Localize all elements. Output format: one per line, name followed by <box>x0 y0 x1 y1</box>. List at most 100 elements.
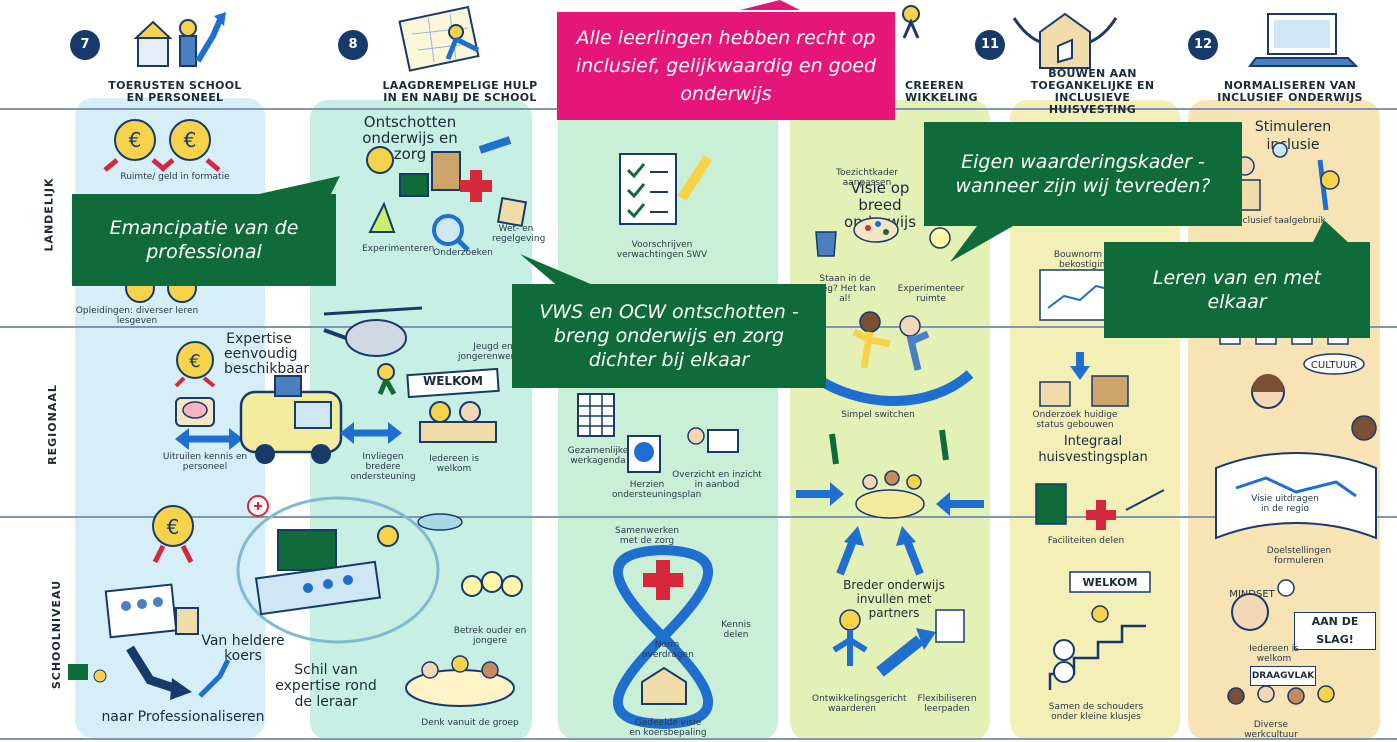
laptop-icon <box>1248 13 1359 67</box>
bulbs-icon <box>461 571 523 597</box>
label-jeugd: Jeugd en jongerenwerkers <box>458 342 534 362</box>
plan-icon <box>627 435 661 473</box>
aandeslag-sign: AAN DE SLAG! <box>1294 612 1376 650</box>
arrow-double-icon <box>340 422 402 444</box>
svg-text:€: € <box>189 351 200 372</box>
column-title-10: CREEREN WIKKELING <box>905 80 978 104</box>
dancing-people-icon <box>807 311 974 406</box>
welkom-sign-text: WELKOM <box>423 374 483 388</box>
cultuur-person-icon <box>1251 353 1377 441</box>
callout-vws: VWS en OCW ontschotten - breng onderwijs… <box>512 284 826 388</box>
label-samen: Samen de schouders onder kleine klusjes <box>1048 702 1144 722</box>
label-staan: Staan in de weg? Het kan al! <box>814 274 876 304</box>
callout-emancipation: Emancipatie van de professional <box>72 194 336 286</box>
heading-schil: Schil van expertise rond de leraar <box>275 662 377 710</box>
label-wet: Wet- en regelgeving <box>492 224 546 244</box>
classroom-illustration <box>236 495 463 644</box>
welkom-stairs-text: WELKOM <box>1082 576 1138 589</box>
column-band-8 <box>310 100 532 740</box>
column-title-8: LAAGDREMPELIGE HULP IN EN NABIJ DE SCHOO… <box>380 80 540 104</box>
infinity-loop-icon <box>613 544 713 730</box>
people-arrow-icon <box>68 645 231 700</box>
overview-people-icon <box>687 427 739 453</box>
cultuur-bubble-text: CULTUUR <box>1310 360 1358 371</box>
brain-bag-icon <box>175 397 215 427</box>
label-experimenteren: Experimenteren <box>362 244 435 254</box>
welkom-sign-icon <box>406 367 500 443</box>
mindset-icon <box>1231 579 1295 631</box>
label-herzien: Herzien ondersteuningsplan <box>612 480 702 500</box>
label-overzicht: Overzicht en inzicht in aanbod <box>672 470 762 490</box>
row-label-landelijk: LANDELIJK <box>42 177 56 252</box>
buildings-icon <box>1039 352 1129 407</box>
label-faciliteiten: Faciliteiten delen <box>1047 536 1125 546</box>
callout-leren: Leren van en met elkaar <box>1104 242 1370 338</box>
checklist-icon <box>619 153 713 225</box>
callout-tail-leren <box>1312 220 1350 244</box>
school-staff-icon <box>133 12 226 67</box>
label-gezamenlijke: Gezamenlijke werkagenda <box>567 446 629 466</box>
star-person-icon <box>832 609 965 677</box>
divider-regionaal-schoolniveau <box>0 516 1397 518</box>
label-ruimte: Ruimte/ geld in formatie <box>120 172 230 182</box>
column-number-7: 7 <box>70 30 100 60</box>
up-arrows-icon <box>836 526 924 576</box>
column-title-11-line3: INCLUSIEVE HUISVESTING <box>1048 91 1137 116</box>
label-visieuit: Visie uitdragen in de regio <box>1251 494 1319 514</box>
ontschotten-illustration <box>366 136 528 252</box>
column-title-11-line2: TOEGANKELIJKE EN <box>1030 79 1155 92</box>
svg-text:€: € <box>184 128 197 152</box>
label-uitruilen: Uitruilen kennis en personeel <box>162 452 248 472</box>
heading-professionaliseren: naar Professionaliseren <box>101 709 265 725</box>
column-title-12-line1: NORMALISEREN VAN <box>1223 79 1357 92</box>
paint-pots-icon <box>815 217 951 257</box>
welkom-stairs-icon <box>1048 571 1151 690</box>
row-label-regionaal: REGIONAAL <box>45 384 59 465</box>
person-yellow-icon <box>902 5 920 39</box>
label-iedereen: Iedereen is welkom <box>429 454 479 474</box>
label-onderzoek: Onderzoek huidige status gebouwen <box>1032 410 1118 430</box>
heading-ontschotten: Ontschotten onderwijs en zorg <box>362 113 458 163</box>
callout-tail-inclusive <box>740 0 800 10</box>
label-diverse: Diverse werkcultuur <box>1244 720 1298 740</box>
heading-expertise: Expertise eenvoudig beschikbaar <box>224 331 310 377</box>
label-ontwikkel: Ontwikkelingsgericht waarderen <box>812 694 907 714</box>
label-doelstellingen: Doelstellingen formuleren <box>1266 546 1332 566</box>
column-title-11: BOUWEN AAN TOEGANKELIJKE EN INCLUSIEVE H… <box>1010 68 1175 116</box>
exchange-arrow-icon <box>175 428 243 450</box>
label-opleidingen: Opleidingen: diverser leren lesgeven <box>75 306 199 326</box>
people-gathering-icon <box>796 429 984 519</box>
callout-waardering: Eigen waarderingskader - wanneer zijn wi… <box>924 122 1242 226</box>
label-toezicht: Toezichtkader aanpassen <box>836 168 898 188</box>
column-title-12-line2: INCLUSIEF ONDERWIJS <box>1217 91 1363 104</box>
shared-facilities-icon <box>1035 483 1165 530</box>
column-title-8-line2: IN EN NABIJ DE SCHOOL <box>383 91 537 104</box>
label-voorschrijven: Voorschrijven verwachtingen SWV <box>616 240 708 260</box>
heading-integraal: Integraal huisvestingsplan <box>1038 434 1148 465</box>
label-simpel: Simpel switchen <box>841 410 915 420</box>
label-bouwnorm: Bouwnorm en bekostiging <box>1053 250 1117 270</box>
calendar-icon <box>577 393 615 437</box>
label-gedeelde: Gedeelde visie en koersbepaling <box>629 718 707 738</box>
divider-bottom <box>0 738 1397 740</box>
label-iedereen2: Iedereen is welkom <box>1249 644 1299 664</box>
map-person-icon <box>398 5 480 72</box>
column-number-11: 11 <box>975 30 1005 60</box>
callout-inclusive: Alle leerlingen hebben recht op inclusie… <box>557 12 895 120</box>
column-title-7-line2: EN PERSONEEL <box>126 91 224 104</box>
label-inclusief: Inclusief taalgebruik <box>1234 216 1326 226</box>
building-arms-icon <box>1012 12 1118 69</box>
presentation-icon <box>104 583 199 639</box>
draagvlak-sign: DRAAGVLAK <box>1250 666 1316 686</box>
helicopter-icon <box>323 306 423 396</box>
callout-tail-vws <box>520 254 600 288</box>
column-number-12: 12 <box>1188 30 1218 60</box>
coin-runner-icon: € <box>174 341 216 388</box>
column-number-8: 8 <box>338 30 368 60</box>
heading-heldere: Van heldere koers <box>201 633 285 664</box>
label-inzetten: Invliegen bredere ondersteuning <box>350 452 416 482</box>
van-icon <box>239 375 343 464</box>
callout-tail-waardering <box>950 222 1020 262</box>
column-title-11-line1: BOUWEN AAN <box>1048 67 1137 80</box>
column-title-8-line1: LAAGDREMPELIGE HULP <box>382 79 538 92</box>
